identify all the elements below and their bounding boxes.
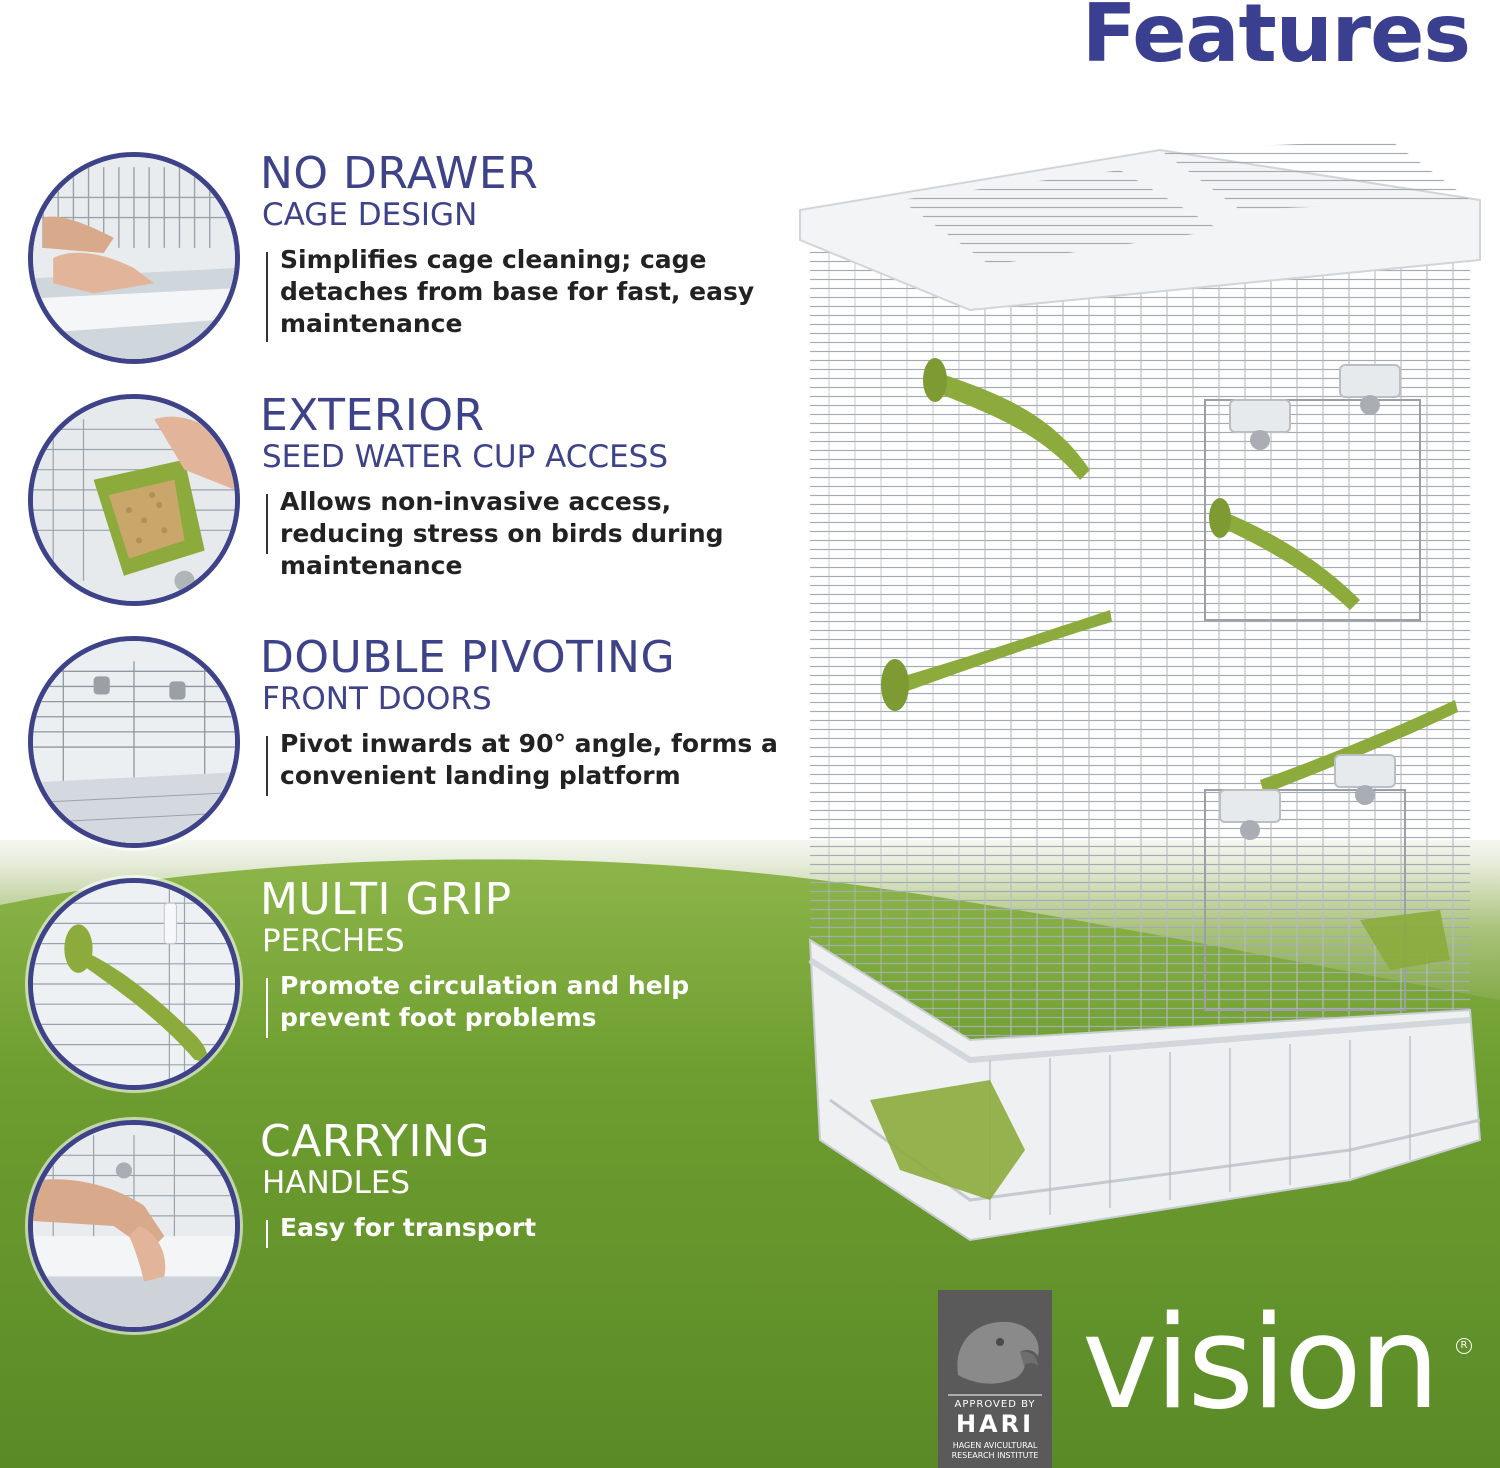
badge-name: HARI — [955, 1410, 1035, 1438]
feature-description: Pivot inwards at 90° angle, forms a conv… — [280, 729, 778, 790]
feature-heading: DOUBLE PIVOTING — [260, 632, 676, 683]
feature-subheading: FRONT DOORS — [262, 681, 492, 717]
description-divider — [266, 494, 268, 554]
feature-heading: NO DRAWER — [260, 148, 539, 199]
vision-brand-logo: vision — [1082, 1289, 1440, 1438]
hari-approval-badge: APPROVED BY HARI HAGEN AVICULTURAL RESEA… — [938, 1290, 1052, 1468]
handle-photo-icon — [28, 1120, 240, 1332]
feature-description: Allows non-invasive access, reducing str… — [280, 487, 724, 580]
registered-trademark-icon: R — [1456, 1338, 1472, 1354]
badge-full-name-line2: RESEARCH INSTITUTE — [951, 1451, 1039, 1460]
feature-subheading: PERCHES — [262, 923, 405, 959]
description-divider — [266, 978, 268, 1038]
feature-subheading: SEED WATER CUP ACCESS — [262, 439, 669, 475]
description-divider — [266, 736, 268, 796]
feature-heading: CARRYING — [260, 1116, 491, 1167]
feature-description: Easy for transport — [280, 1213, 537, 1242]
perch-photo-icon — [28, 878, 240, 1090]
feature-description: Promote circulation and help prevent foo… — [280, 971, 690, 1032]
feature-carrying-handles: CARRYING HANDLES Easy for transport — [28, 1120, 828, 1340]
bird-cage-product-image — [799, 140, 1482, 1242]
feature-description: Simplifies cage cleaning; cage detaches … — [280, 245, 755, 338]
feature-no-drawer: NO DRAWER CAGE DESIGN Simplifies cage cl… — [28, 152, 828, 372]
feature-subheading: HANDLES — [262, 1165, 411, 1201]
feature-double-pivoting-doors: DOUBLE PIVOTING FRONT DOORS Pivot inward… — [28, 636, 828, 856]
feature-exterior-cup-access: EXTERIOR SEED WATER CUP ACCESS Allows no… — [28, 394, 828, 614]
description-divider — [266, 1220, 268, 1248]
badge-approved-by: APPROVED BY — [954, 1399, 1036, 1410]
feature-heading: EXTERIOR — [260, 390, 485, 441]
cage-removal-photo-icon — [28, 152, 240, 364]
page-title: Features — [1081, 0, 1471, 80]
feature-heading: MULTI GRIP — [260, 874, 512, 925]
badge-full-name-line1: HAGEN AVICULTURAL — [952, 1441, 1038, 1450]
pivot-doors-photo-icon — [28, 636, 240, 848]
feature-multi-grip-perches: MULTI GRIP PERCHES Promote circulation a… — [28, 878, 828, 1098]
feature-subheading: CAGE DESIGN — [262, 197, 478, 233]
seed-cup-photo-icon — [28, 394, 240, 606]
description-divider — [266, 252, 268, 342]
parrot-logo-icon — [938, 1290, 1052, 1468]
